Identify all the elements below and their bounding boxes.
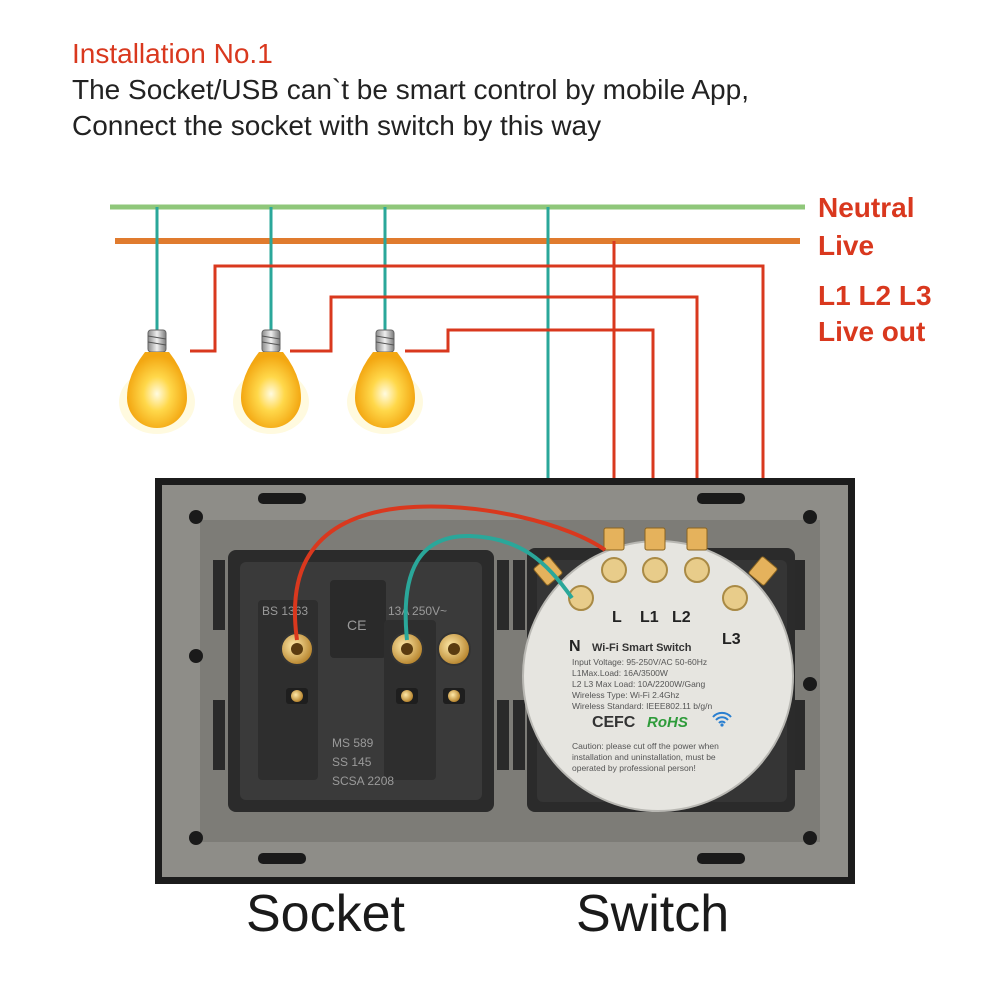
instruction-line-1: The Socket/USB can`t be smart control by…: [72, 74, 749, 105]
caution-line-2: installation and uninstallation, must be: [572, 752, 716, 762]
live-label: Live: [818, 230, 875, 261]
red-jumper-wire: [292, 504, 607, 641]
installation-title: Installation No.1: [72, 38, 273, 69]
light-bulb-icon: [119, 329, 195, 434]
l2-wire: [290, 295, 699, 548]
caution-line-3: operated by professional person!: [572, 763, 696, 773]
spec-line-1: Input Voltage: 95-250V/AC 50-60Hz: [572, 657, 707, 667]
neutral-label: Neutral: [818, 192, 915, 223]
mounting-slot: [697, 493, 745, 504]
cert-rohs: RoHS: [647, 714, 688, 731]
teal-jumper-wire: [403, 533, 574, 641]
mounting-slot: [258, 853, 306, 864]
switch-l2-terminal: [684, 557, 710, 583]
terminal-label-n: N: [569, 638, 581, 655]
mounting-slot: [258, 493, 306, 504]
spec-line-3: L2 L3 Max Load: 10A/2200W/Gang: [572, 679, 706, 689]
terminal-label-l2: L2: [672, 609, 691, 626]
switch-l1-terminal: [722, 585, 748, 611]
ce-mark: CE: [347, 617, 366, 633]
socket-rating-right: 13A 250V~: [388, 604, 447, 618]
spec-line-2: L1Max.Load: 16A/3500W: [572, 668, 668, 678]
spec-line-5: Wireless Standard: IEEE802.11 b/g/n: [572, 701, 712, 711]
socket-module: BS 1363 13A 250V~ CE MS 589 SS 145 SCSA …: [228, 550, 494, 812]
wifi-icon: [712, 711, 732, 727]
socket-cert-2: SS 145: [332, 755, 372, 769]
spec-line-4: Wireless Type: Wi-Fi 2.4Ghz: [572, 690, 680, 700]
terminal-label-l: L: [612, 609, 622, 626]
socket-cert-1: MS 589: [332, 736, 374, 750]
l1-l2-l3-label: L1 L2 L3: [818, 280, 932, 311]
socket-cert-3: SCSA 2208: [332, 774, 394, 788]
mounting-slot: [697, 853, 745, 864]
switch-l-terminal: [601, 557, 627, 583]
socket-caption: Socket: [246, 885, 405, 943]
l3-wire: [405, 328, 655, 548]
terminal-label-l3: L3: [722, 631, 741, 648]
screw-hole: [189, 510, 203, 524]
socket-rating-left: BS 1363: [262, 604, 308, 618]
screw-hole: [189, 649, 203, 663]
screw-hole: [803, 831, 817, 845]
light-bulb-icon: [347, 329, 423, 434]
switch-l3-terminal: [642, 557, 668, 583]
cert-ce: CE: [592, 714, 615, 731]
terminal-label-l1: L1: [640, 609, 659, 626]
cert-fc: FC: [614, 714, 636, 731]
screw-hole: [189, 831, 203, 845]
switch-caption: Switch: [576, 885, 730, 943]
live-out-label: Live out: [818, 316, 926, 347]
screw-hole: [803, 510, 817, 524]
instruction-line-2: Connect the socket with switch by this w…: [72, 110, 602, 141]
screw-hole: [803, 677, 817, 691]
caution-line-1: Caution: please cut off the power when: [572, 741, 719, 751]
l1-wire: [190, 264, 765, 560]
light-bulb-icon: [233, 329, 309, 434]
module-title: Wi-Fi Smart Switch: [592, 642, 692, 654]
